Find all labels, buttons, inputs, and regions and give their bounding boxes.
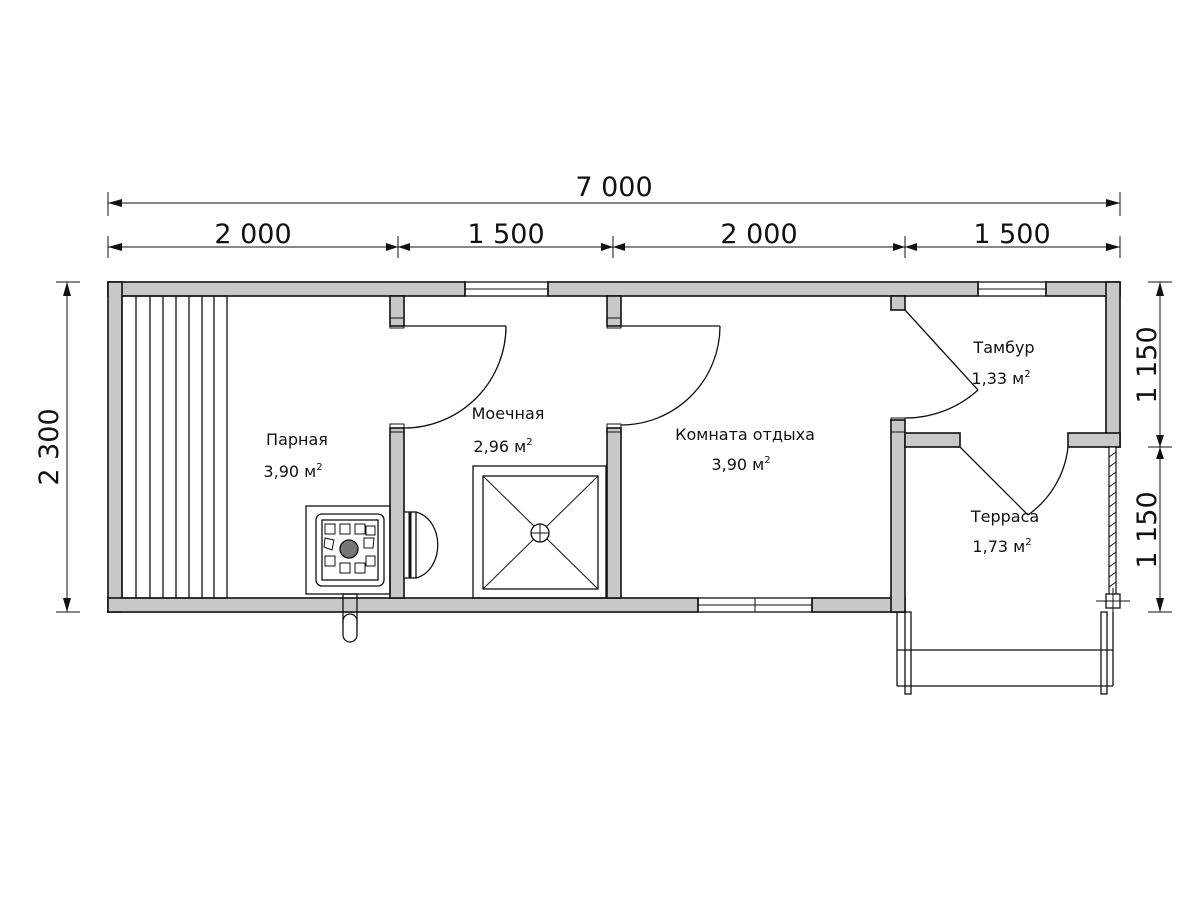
- sauna-bench: [121, 295, 228, 599]
- room-name-moechnaya: Моечная: [472, 404, 545, 423]
- sauna-stove: [305, 505, 439, 643]
- room-name-tambur: Тамбур: [972, 338, 1034, 357]
- shower-tray: [472, 465, 607, 599]
- room-area-parnaya: 3,90 м2: [263, 462, 322, 481]
- room-name-parnaya: Парная: [266, 430, 328, 449]
- room-name-komnata-otdykha: Комната отдыха: [675, 425, 815, 444]
- windows: [464, 281, 1047, 613]
- dimension-lines: [56, 192, 1172, 613]
- room-area-tambur: 1,33 м2: [971, 369, 1030, 388]
- doors: [403, 309, 1069, 516]
- dimension-right-lower: 1 150: [1132, 491, 1163, 568]
- dimension-total-width: 7 000: [575, 172, 652, 203]
- terrace-railing: [1096, 446, 1130, 614]
- room-name-terrasa: Терраса: [970, 507, 1039, 526]
- room-area-komnata-otdykha: 3,90 м2: [711, 455, 770, 474]
- dimension-segment-2: 1 500: [467, 219, 544, 250]
- dimension-right-upper: 1 150: [1132, 326, 1163, 403]
- room-area-terrasa: 1,73 м2: [972, 537, 1031, 556]
- walls: [107, 281, 1121, 613]
- room-area-moechnaya: 2,96 м2: [473, 437, 532, 456]
- dimension-total-height: 2 300: [34, 408, 65, 485]
- dimension-segment-4: 1 500: [973, 219, 1050, 250]
- dimension-segment-1: 2 000: [214, 219, 291, 250]
- dimension-segment-3: 2 000: [720, 219, 797, 250]
- terrace-steps: [896, 611, 1114, 695]
